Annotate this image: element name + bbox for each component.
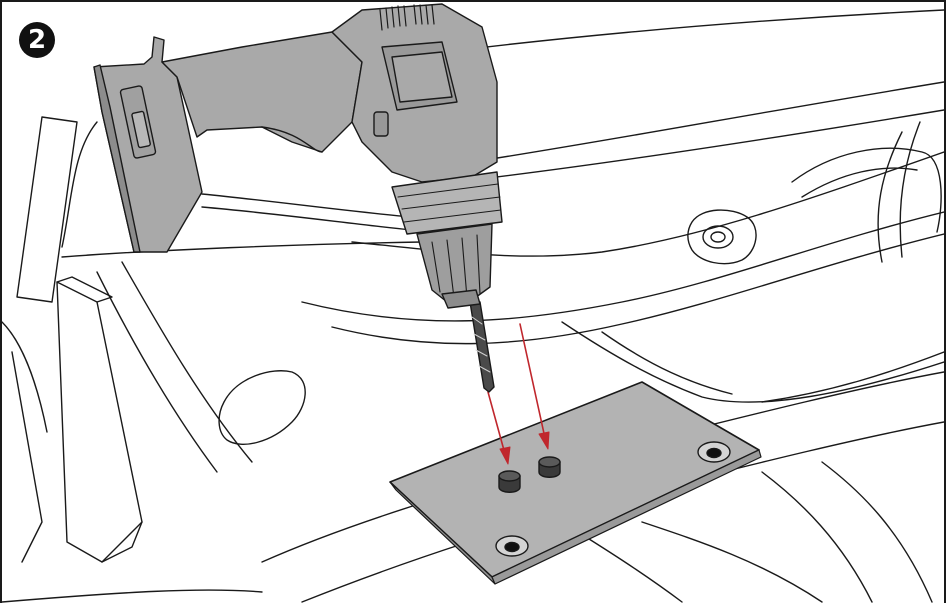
stud-left bbox=[498, 470, 521, 493]
grommet bbox=[687, 209, 757, 265]
left-side-panels bbox=[2, 116, 143, 563]
plate-hole-right bbox=[697, 441, 731, 463]
plate-hole-left bbox=[495, 535, 529, 557]
stud-right bbox=[538, 456, 561, 478]
down-arrow-icon bbox=[487, 391, 506, 455]
mounting-plate bbox=[389, 381, 762, 585]
down-arrow-icon bbox=[519, 323, 546, 439]
drill-direction-arrows bbox=[487, 323, 550, 465]
step-number-badge: 2 bbox=[19, 22, 55, 58]
lower-edge bbox=[2, 589, 263, 603]
oval-recess bbox=[218, 370, 306, 445]
cordless-drill-icon bbox=[93, 3, 503, 393]
